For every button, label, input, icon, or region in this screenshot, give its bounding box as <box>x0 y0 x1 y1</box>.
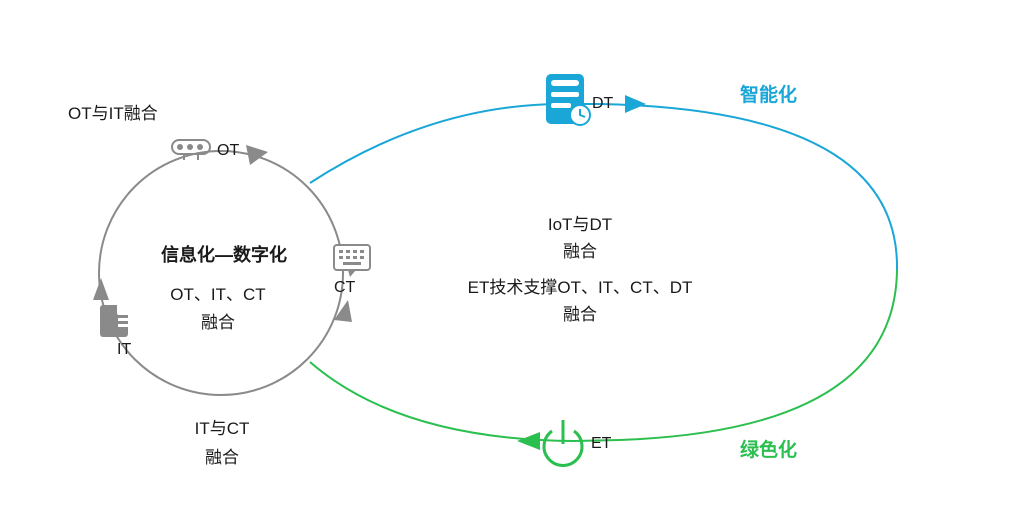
green-label: 绿色化 <box>740 440 798 461</box>
et-support-line2: 融合 <box>563 305 597 324</box>
folder-icon <box>100 303 129 337</box>
power-icon <box>542 420 584 467</box>
keyboard-chat-icon <box>333 244 371 277</box>
dt-arrow <box>625 95 646 113</box>
iot-dt-line1: IoT与DT <box>547 215 613 234</box>
ot-arrow <box>246 145 268 165</box>
database-clock-icon <box>546 74 591 126</box>
digital-line1: OT、IT、CT <box>170 285 266 304</box>
it-arrow <box>93 278 109 300</box>
iot-dt-line2: 融合 <box>563 242 597 261</box>
digital-title: 信息化—数字化 <box>161 245 287 265</box>
it-ct-fusion-line2: 融合 <box>205 448 239 467</box>
et-arrow <box>517 432 540 450</box>
ct-label: CT <box>334 279 356 296</box>
ct-arrow <box>334 300 352 322</box>
et-label: ET <box>591 435 612 452</box>
intelligent-arc <box>309 103 899 271</box>
et-support-line1: ET技术支撑OT、IT、CT、DT <box>467 278 693 297</box>
digital-line2: 融合 <box>201 313 235 332</box>
camera-device-icon <box>171 139 211 160</box>
ot-label: OT <box>217 142 240 159</box>
dt-label: DT <box>592 95 614 112</box>
it-label: IT <box>117 341 132 358</box>
it-ct-fusion-line1: IT与CT <box>194 419 250 438</box>
ot-it-fusion-label: OT与IT融合 <box>68 104 158 123</box>
digital-circle <box>98 150 344 396</box>
green-arc <box>309 269 898 443</box>
intelligent-label: 智能化 <box>740 85 798 106</box>
